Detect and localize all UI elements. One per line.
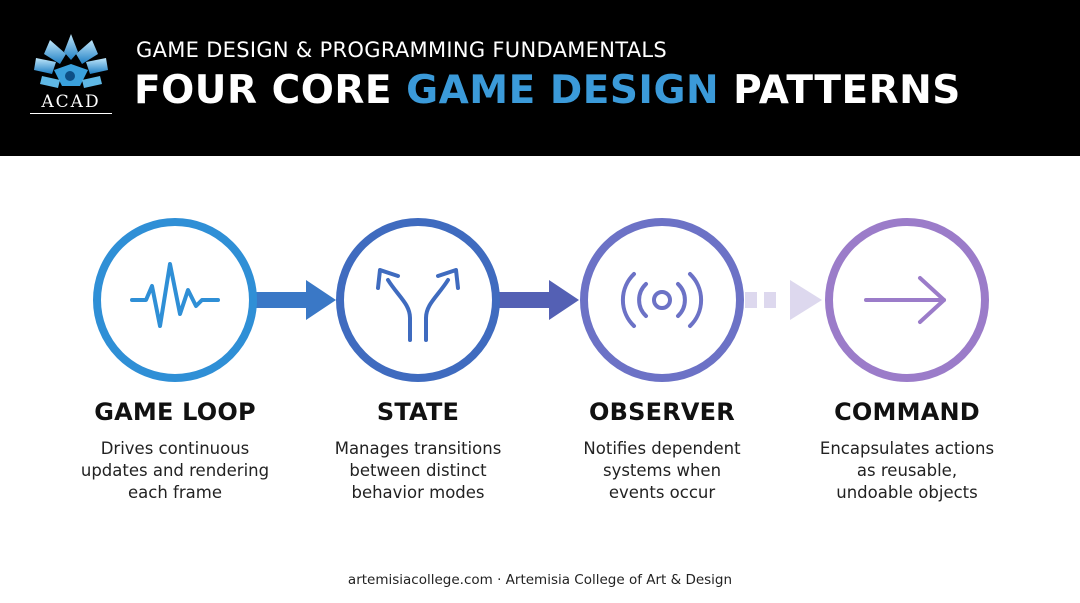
- title-part-2: PATTERNS: [719, 68, 961, 113]
- game-loop-circle: [93, 218, 257, 382]
- branch-arrows-icon: [376, 268, 460, 342]
- description-line: each frame: [128, 483, 222, 502]
- description-line: undoable objects: [836, 483, 978, 502]
- description-line: as reusable,: [856, 461, 958, 480]
- pattern-observer: OBSERVER Notifies dependent systems when…: [542, 398, 782, 504]
- pattern-title: STATE: [376, 398, 460, 426]
- description-line: Encapsulates actions: [819, 439, 995, 458]
- description-line: Notifies dependent: [583, 439, 741, 458]
- pattern-command: COMMAND Encapsulates actions as reusable…: [787, 398, 1027, 504]
- description-line: between distinct: [349, 461, 487, 480]
- connector-arrow-2: [499, 280, 579, 320]
- pulse-icon: [130, 262, 220, 328]
- pattern-game-loop: GAME LOOP Drives continuous updates and …: [55, 398, 295, 504]
- pattern-title: GAME LOOP: [94, 398, 256, 426]
- page-subtitle: GAME DESIGN & PROGRAMMING FUNDAMENTALS: [136, 38, 668, 62]
- footer-credit: artemisiacollege.com · Artemisia College…: [347, 572, 733, 588]
- header-bar: ACAD GAME DESIGN & PROGRAMMING FUNDAMENT…: [0, 0, 1080, 156]
- connector-arrow-3-dashed: [745, 280, 822, 320]
- description-line: systems when: [602, 461, 722, 480]
- description-line: behavior modes: [351, 483, 485, 502]
- description-line: Drives continuous: [100, 439, 250, 458]
- state-circle: [336, 218, 500, 382]
- title-accent: GAME DESIGN: [406, 68, 720, 113]
- pattern-flow-diagram: [0, 200, 1080, 420]
- connector-arrow-1: [254, 280, 336, 320]
- page-title: FOUR CORE GAME DESIGN PATTERNS: [134, 68, 961, 113]
- acad-logo: ACAD: [30, 30, 112, 118]
- peacock-logo-icon: [34, 34, 108, 88]
- logo-text: ACAD: [30, 92, 112, 114]
- observer-circle: [580, 218, 744, 382]
- right-arrow-icon: [864, 276, 946, 324]
- pattern-description: Manages transitions between distinct beh…: [298, 438, 538, 504]
- pattern-description: Drives continuous updates and rendering …: [55, 438, 295, 504]
- pattern-title: COMMAND: [834, 398, 980, 426]
- description-line: events occur: [608, 483, 716, 502]
- pattern-state: STATE Manages transitions between distin…: [298, 398, 538, 504]
- broadcast-icon: [620, 272, 704, 328]
- pattern-title: OBSERVER: [589, 398, 735, 426]
- pattern-description: Notifies dependent systems when events o…: [542, 438, 782, 504]
- description-line: Manages transitions: [334, 439, 502, 458]
- description-line: updates and rendering: [80, 461, 270, 480]
- title-part-1: FOUR CORE: [134, 68, 407, 113]
- command-circle: [825, 218, 989, 382]
- pattern-description: Encapsulates actions as reusable, undoab…: [787, 438, 1027, 504]
